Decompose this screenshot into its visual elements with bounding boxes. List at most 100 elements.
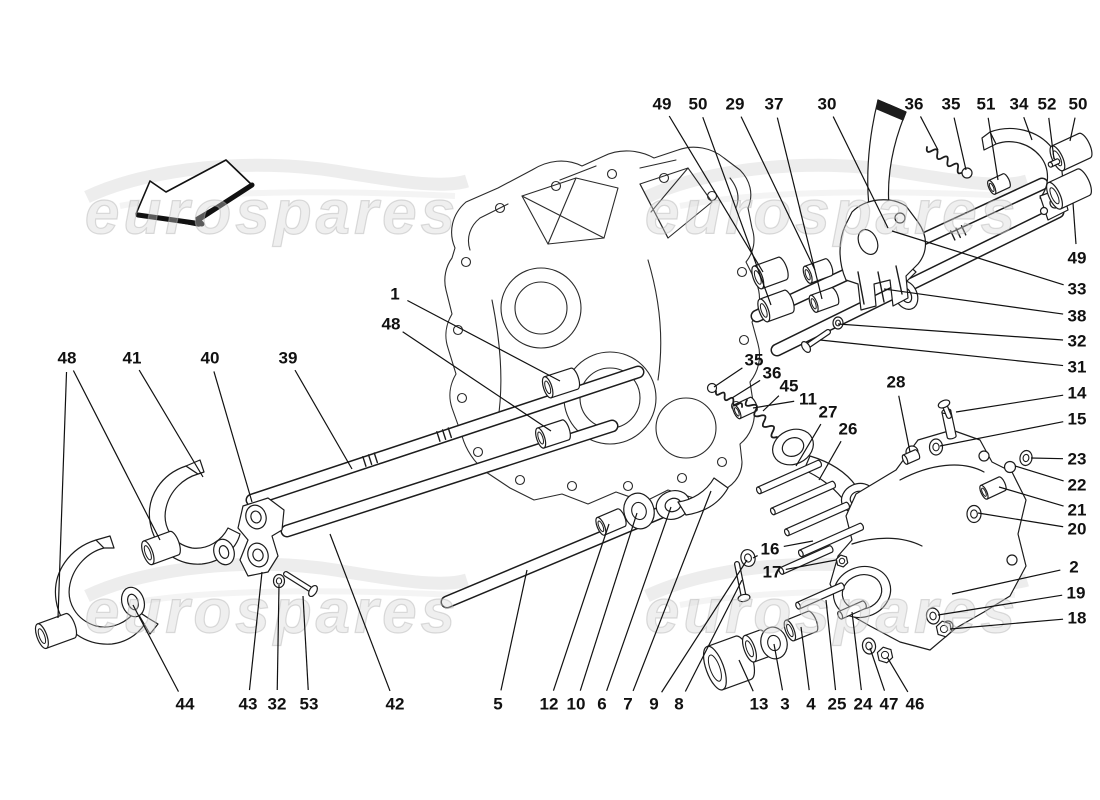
callout-label-32-42: 32 bbox=[268, 695, 287, 714]
callout-label-36-5: 36 bbox=[905, 95, 924, 114]
callout-leader-48 bbox=[402, 331, 552, 432]
callout-label-16-38: 16 bbox=[761, 540, 780, 559]
callout-leader-29 bbox=[740, 116, 816, 271]
callout-leader-32 bbox=[276, 584, 280, 691]
callout-label-8-51: 8 bbox=[674, 695, 683, 714]
direction-arrow-icon bbox=[135, 159, 255, 227]
callout-label-3-53: 3 bbox=[780, 695, 789, 714]
callout-leader-28 bbox=[898, 395, 911, 453]
callout-label-49-11: 49 bbox=[1068, 249, 1087, 268]
callout-leader-22 bbox=[1014, 465, 1064, 482]
callout-leader-19 bbox=[937, 594, 1063, 616]
callout-leader-4 bbox=[800, 626, 810, 691]
callout-label-9-50: 9 bbox=[649, 695, 658, 714]
callout-label-49-0: 49 bbox=[653, 95, 672, 114]
callout-leader-1 bbox=[407, 299, 561, 382]
callout-leader-7 bbox=[632, 490, 712, 692]
callout-label-15-17: 15 bbox=[1068, 410, 1087, 429]
callout-label-13-52: 13 bbox=[750, 695, 769, 714]
callout-label-32-14: 32 bbox=[1068, 332, 1087, 351]
callout-label-18-24: 18 bbox=[1068, 609, 1087, 628]
callout-label-7-49: 7 bbox=[623, 695, 632, 714]
callout-leader-2 bbox=[951, 569, 1061, 595]
callout-leader-34 bbox=[1023, 116, 1033, 141]
callout-leader-32 bbox=[837, 323, 1064, 341]
callout-leader-16 bbox=[752, 555, 758, 559]
callout-label-52-9: 52 bbox=[1038, 95, 1057, 114]
callout-label-37-3: 37 bbox=[765, 95, 784, 114]
callout-label-25-55: 25 bbox=[828, 695, 847, 714]
callout-leader-43 bbox=[248, 571, 263, 691]
callout-leader-17 bbox=[785, 559, 837, 571]
callout-label-20-21: 20 bbox=[1068, 520, 1087, 539]
callout-label-46-58: 46 bbox=[906, 695, 925, 714]
watermark-text-4: eurospares bbox=[645, 578, 1019, 647]
callout-leader-35 bbox=[713, 367, 743, 388]
callout-leader-25 bbox=[825, 599, 837, 691]
callout-leader-37 bbox=[776, 117, 823, 300]
callout-leader-36 bbox=[731, 379, 761, 399]
callout-label-35-31: 35 bbox=[745, 351, 764, 370]
watermark-text-1: eurospares bbox=[85, 179, 459, 248]
callout-leader-18 bbox=[949, 618, 1064, 630]
callout-leader-46 bbox=[886, 656, 909, 693]
callout-leader-8 bbox=[684, 579, 743, 692]
callout-label-53-43: 53 bbox=[300, 695, 319, 714]
callout-label-33-12: 33 bbox=[1068, 280, 1087, 299]
callout-leader-44 bbox=[132, 604, 180, 692]
callout-label-44-40: 44 bbox=[176, 695, 195, 714]
callout-leader-6 bbox=[606, 506, 672, 691]
callout-leader-50 bbox=[1069, 117, 1076, 142]
callout-label-19-23: 19 bbox=[1067, 584, 1086, 603]
callout-label-6-48: 6 bbox=[597, 695, 606, 714]
fork-carrier-block bbox=[237, 497, 285, 577]
callout-label-48-30: 48 bbox=[382, 315, 401, 334]
callout-leader-15 bbox=[939, 421, 1064, 447]
callout-leader-50 bbox=[702, 116, 772, 306]
selector-casting bbox=[839, 199, 927, 311]
callout-label-24-56: 24 bbox=[854, 695, 873, 714]
callout-leader-30 bbox=[832, 116, 889, 229]
callout-leader-49 bbox=[668, 115, 764, 273]
callout-label-21-20: 21 bbox=[1068, 501, 1087, 520]
callout-leader-16 bbox=[783, 540, 814, 548]
callout-label-1-29: 1 bbox=[390, 285, 399, 304]
callout-leader-24 bbox=[851, 611, 862, 691]
callout-leader-27 bbox=[795, 423, 822, 467]
callout-leader-36 bbox=[919, 116, 939, 151]
callout-label-34-8: 34 bbox=[1010, 95, 1029, 114]
callout-label-4-54: 4 bbox=[806, 695, 816, 714]
callout-label-26-36: 26 bbox=[839, 420, 858, 439]
callout-label-30-4: 30 bbox=[818, 95, 837, 114]
callout-leader-31 bbox=[819, 339, 1064, 367]
callout-leader-40 bbox=[213, 371, 253, 503]
callout-leader-38 bbox=[883, 288, 1064, 315]
callout-leader-5 bbox=[500, 569, 528, 691]
callout-label-38-13: 38 bbox=[1068, 307, 1087, 326]
callout-leader-51 bbox=[987, 117, 999, 181]
callout-leader-52 bbox=[1048, 117, 1055, 160]
callout-leader-14 bbox=[955, 394, 1064, 413]
callout-label-5-45: 5 bbox=[493, 695, 502, 714]
callout-leader-9 bbox=[661, 559, 748, 693]
callout-leader-21 bbox=[998, 486, 1064, 507]
callout-leader-13 bbox=[738, 659, 754, 692]
callout-leader-20 bbox=[977, 512, 1064, 528]
callout-label-14-16: 14 bbox=[1068, 384, 1087, 403]
callout-leader-35 bbox=[953, 117, 967, 171]
callout-leader-48 bbox=[57, 371, 68, 619]
callout-label-43-41: 43 bbox=[239, 695, 258, 714]
callout-label-39-28: 39 bbox=[279, 349, 298, 368]
callout-leader-45 bbox=[762, 395, 780, 412]
callout-leader-12 bbox=[552, 523, 610, 691]
callout-leader-10 bbox=[579, 512, 638, 691]
callout-label-31-15: 31 bbox=[1068, 358, 1087, 377]
callout-label-45-33: 45 bbox=[780, 377, 799, 396]
callout-leader-11 bbox=[752, 400, 795, 409]
watermark-text-3: eurospares bbox=[85, 578, 459, 647]
callout-leader-49 bbox=[1072, 202, 1077, 245]
callout-label-23-18: 23 bbox=[1068, 450, 1087, 469]
shift-fork-44 bbox=[54, 535, 159, 645]
callout-label-28-37: 28 bbox=[887, 373, 906, 392]
callout-label-40-27: 40 bbox=[201, 349, 220, 368]
